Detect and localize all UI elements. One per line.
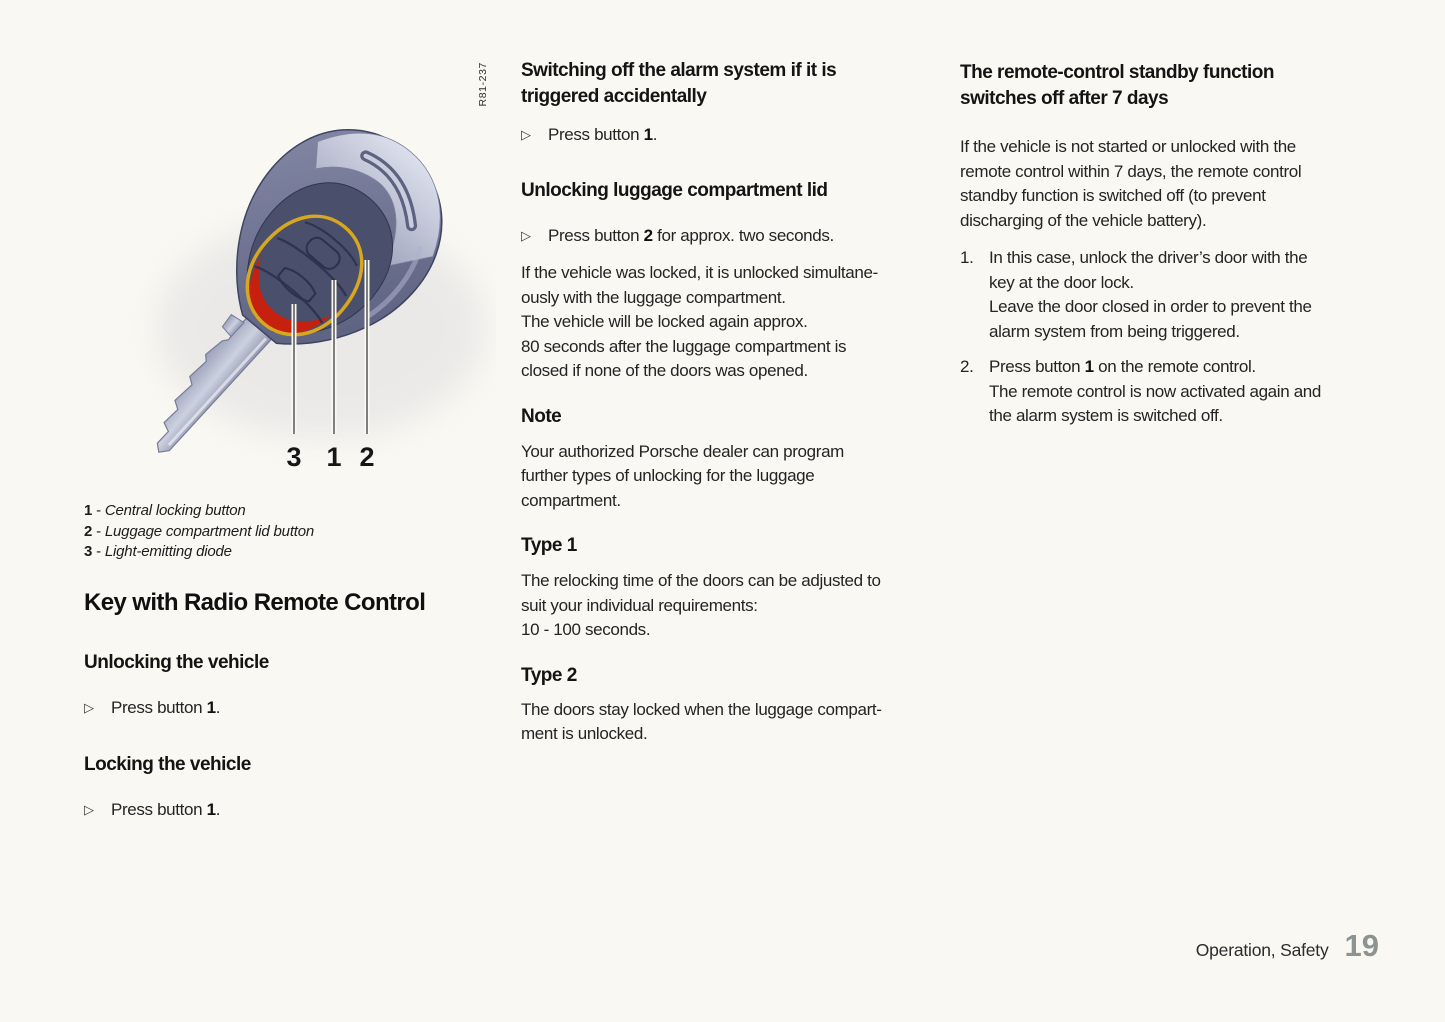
numbered-step-2: 2. Press button 1 on the remote control.… [960,357,1322,425]
heading-standby-function: The remote-control standby function swit… [960,62,1274,109]
heading-unlocking-vehicle: Unlocking the vehicle [84,652,269,673]
numbered-step-1: 1. In this case, unlock the driver’s doo… [960,248,1312,341]
instruction-bullet: ▷ Press button 1. [84,696,504,721]
key-chrome-band [315,132,441,267]
heading-locking-vehicle: Locking the vehicle [84,753,251,775]
key-illustration: 3 1 2 [156,128,486,472]
heading-alarm-off: Switching off the alarm system if it is … [521,60,837,107]
heading-type-1: Type 1 [521,535,577,556]
button-divider-low [254,265,324,324]
led-diode [249,255,332,334]
paragraph-type-2: The doors stay locked when the luggage c… [521,699,882,744]
callout-3: 3 [286,442,301,472]
button-divider-top [304,221,358,267]
instruction-bullet: ▷ Press button 2 for approx. two seconds… [521,224,966,249]
legend-item: 2 - Luggage compartment lid button [84,522,315,540]
triangle-bullet-icon: ▷ [521,127,531,142]
callout-lines [291,260,370,434]
heading-type-2: Type 2 [521,664,577,686]
legend-item: 1 - Central locking button [84,502,246,519]
middle-column: Switching off the alarm system if it is … [521,58,966,747]
figure-reference-code: R81-237 [477,62,489,107]
instruction-bullet: ▷ Press button 1. [521,123,966,148]
heading-unlock-luggage: Unlocking luggage compartment lid [521,179,828,201]
legend-item: 3 - Light-emitting diode [84,543,232,560]
instruction-bullet: ▷ Press button 1. [84,798,504,823]
page-number: 19 [1344,928,1379,963]
button-outline [245,214,364,337]
left-column: Key with Radio Remote Control Unlocking … [84,588,504,822]
callout-2: 2 [359,442,374,472]
head-highlight [364,245,423,320]
page-title: Key with Radio Remote Control [84,589,426,616]
page-footer: Operation, Safety 19 [1196,928,1379,964]
paragraph-type-1: The relocking time of the doors can be a… [521,571,881,639]
heading-note: Note [521,405,562,427]
paragraph-standby-info: If the vehicle is not started or unlocke… [960,137,1302,230]
triangle-bullet-icon: ▷ [84,700,94,715]
paragraph-relock-info: If the vehicle was locked, it is unlocke… [521,263,878,380]
button-divider-mid [276,237,348,297]
callout-1: 1 [326,442,341,472]
lock-button-glyph [277,266,317,303]
figure-legend: 1 - Central locking button 2 - Luggage c… [84,501,504,563]
key-blade-shoulder [221,313,245,338]
key-group [156,128,443,453]
paragraph-note: Your authorized Porsche dealer can progr… [521,441,844,510]
key-blade [156,311,279,453]
blade-highlight [167,337,268,446]
right-column: The remote-control standby function swit… [960,60,1400,429]
triangle-bullet-icon: ▷ [521,227,531,243]
luggage-button-glyph [305,236,341,270]
footer-section-label: Operation, Safety [1195,940,1329,960]
triangle-bullet-icon: ▷ [84,801,94,817]
lanyard-slot-inner [363,153,414,228]
